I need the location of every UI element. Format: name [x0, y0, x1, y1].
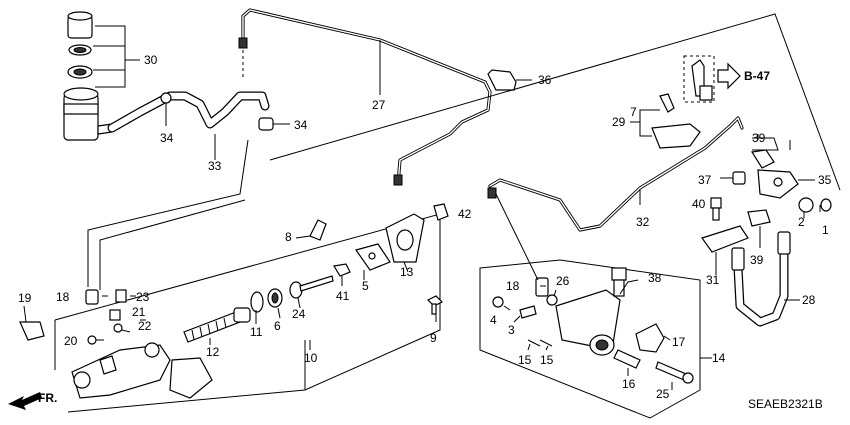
callout-10: 10: [304, 351, 318, 365]
callout-18b: 18: [506, 279, 520, 293]
callout-22: 22: [138, 319, 152, 333]
callout-21: 21: [132, 305, 146, 319]
bracket-group-29: [651, 55, 715, 149]
callout-14: 14: [712, 351, 726, 365]
callout-35: 35: [818, 173, 832, 187]
callout-34b: 34: [294, 118, 308, 132]
callout-33: 33: [208, 159, 222, 173]
callout-25: 25: [656, 387, 670, 401]
callout-32: 32: [636, 215, 650, 229]
callout-28: 28: [802, 293, 816, 307]
callout-5: 5: [362, 279, 369, 293]
callout-36: 36: [538, 73, 552, 87]
callout-19: 19: [18, 291, 32, 305]
callout-29: 29: [612, 115, 626, 129]
callout-39b: 39: [750, 253, 764, 267]
callout-15a: 15: [518, 353, 532, 367]
callout-3: 3: [508, 323, 515, 337]
callout-18a: 18: [56, 290, 70, 304]
callout-11: 11: [250, 325, 263, 339]
callout-31: 31: [706, 273, 720, 287]
front-direction-label: FR.: [38, 391, 57, 405]
callout-34a: 34: [160, 131, 174, 145]
callout-8: 8: [285, 230, 292, 244]
diagram-code: SEAEB2321B: [748, 397, 823, 411]
reference-arrow-icon: [717, 62, 741, 90]
callout-7: 7: [630, 105, 637, 119]
callout-41: 41: [336, 289, 350, 303]
callout-39a: 39: [752, 131, 766, 145]
front-direction-arrow-icon: [8, 392, 42, 410]
reference-b47: B-47: [744, 69, 770, 83]
callout-38: 38: [648, 271, 662, 285]
callout-17: 17: [672, 335, 686, 349]
callout-2: 2: [798, 215, 805, 229]
callout-42: 42: [458, 207, 472, 221]
callout-20: 20: [64, 334, 78, 348]
callout-15b: 15: [540, 353, 554, 367]
callout-24: 24: [292, 307, 306, 321]
reservoir-assembly: [63, 11, 113, 141]
callout-labels: 30 34 33 34 27 36 B-47 7 29 39 35 37 40 …: [18, 53, 832, 411]
callout-27: 27: [372, 98, 386, 112]
callout-16: 16: [622, 377, 636, 391]
callout-4: 4: [490, 313, 497, 327]
callout-12: 12: [206, 345, 220, 359]
callout-1: 1: [822, 223, 829, 237]
callout-9: 9: [430, 331, 437, 345]
callout-40: 40: [692, 197, 706, 211]
callout-26: 26: [556, 274, 570, 288]
callout-23: 23: [136, 290, 150, 304]
callout-13: 13: [400, 265, 414, 279]
callout-30: 30: [144, 53, 158, 67]
callout-37: 37: [698, 173, 712, 187]
slave-cylinder-body: [555, 289, 621, 356]
master-cylinder-body: [71, 342, 171, 399]
callout-6: 6: [274, 319, 281, 333]
